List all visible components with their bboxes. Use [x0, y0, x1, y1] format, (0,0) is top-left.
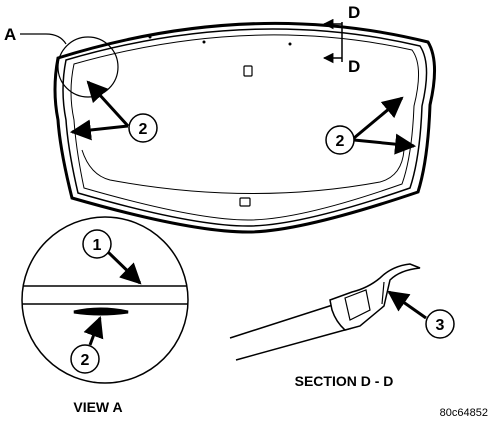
view-a-indicator: A: [4, 25, 119, 98]
callout-upper-right-number: 2: [336, 133, 345, 150]
callout-view-bottom-number: 2: [81, 352, 90, 369]
section-caption: SECTION D - D: [295, 373, 394, 389]
section-indicator: D D: [322, 3, 360, 76]
windshield-glass: [53, 21, 437, 234]
callout-upper-left: 2: [69, 80, 158, 143]
callout-view-top-number: 1: [93, 237, 102, 254]
view-a-caption: VIEW A: [73, 399, 122, 415]
view-a-detail: 1 2: [21, 216, 189, 384]
callout-upper-right: 2: [325, 96, 417, 155]
callout-section-number: 3: [436, 317, 445, 334]
section-d-d-detail: 3: [229, 263, 455, 361]
section-bottom-label: D: [348, 57, 360, 76]
view-a-letter: A: [4, 25, 16, 44]
sensor-mark: [243, 65, 253, 77]
figure-reference: 80c64852: [440, 407, 488, 419]
section-top-label: D: [348, 3, 360, 22]
callout-upper-left-number: 2: [139, 121, 148, 138]
vin-window-mark: [239, 197, 251, 207]
